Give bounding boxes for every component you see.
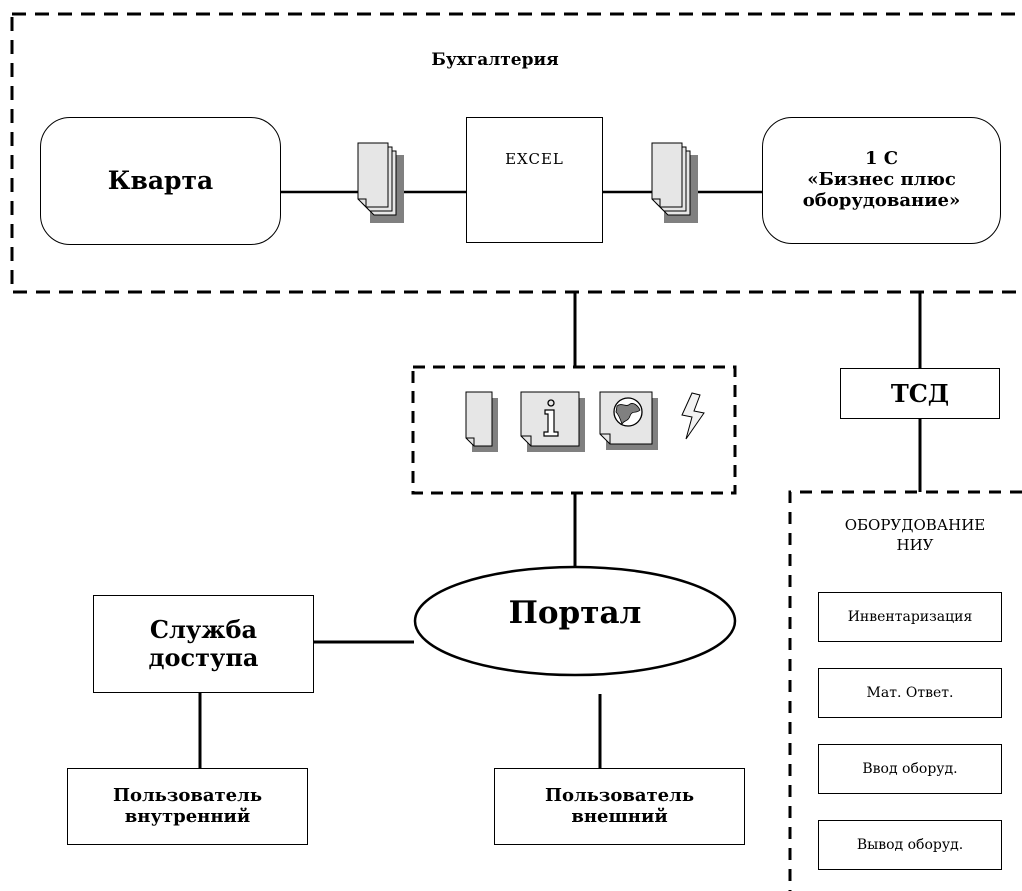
globe-icon	[599, 391, 658, 450]
kvarta-box: Кварта	[40, 117, 281, 245]
user-internal-line2: внутренний	[124, 805, 251, 827]
equipment-item-responsible: Мат. Ответ.	[818, 668, 1002, 718]
access-service-line1: Служба	[149, 615, 258, 645]
onec-line3: оборудование»	[802, 189, 961, 211]
equipment-item-inventory: Инвентаризация	[818, 592, 1002, 642]
onec-box: 1 С «Бизнес плюс оборудование»	[762, 117, 1001, 244]
access-service-box: Служба доступа	[93, 595, 314, 693]
tsd-label: ТСД	[890, 378, 950, 408]
info-icon	[520, 391, 585, 452]
user-external-box: Пользователь внешний	[494, 768, 745, 845]
equipment-item-output: Вывод оборуд.	[818, 820, 1002, 870]
tsd-box: ТСД	[840, 368, 1000, 419]
accounting-title: Бухгалтерия	[431, 50, 559, 70]
user-external-line1: Пользователь	[544, 784, 695, 806]
document-stack-icon	[651, 142, 698, 223]
accounting-group-frame	[10, 12, 1022, 294]
excel-label: EXCEL	[505, 150, 564, 168]
excel-box: EXCEL	[466, 117, 603, 243]
portal-ellipse	[413, 565, 737, 677]
portal-label: Портал	[508, 595, 642, 631]
equipment-item-label: Инвентаризация	[847, 608, 973, 625]
equipment-item-label: Ввод оборуд.	[862, 760, 958, 777]
user-internal-line1: Пользователь	[112, 784, 263, 806]
equipment-item-input: Ввод оборуд.	[818, 744, 1002, 794]
onec-line2: «Бизнес плюс	[807, 169, 956, 191]
document-stack-icon	[357, 142, 404, 223]
equipment-item-label: Мат. Ответ.	[866, 684, 954, 701]
lightning-icon	[681, 392, 705, 440]
user-external-line2: внешний	[571, 805, 668, 827]
user-internal-box: Пользователь внутренний	[67, 768, 308, 845]
equipment-group-frame	[788, 490, 1022, 891]
equipment-title-line2: НИУ	[896, 536, 934, 554]
onec-line1: 1 С	[864, 148, 899, 170]
document-icon	[465, 391, 498, 452]
equipment-item-label: Вывод оборуд.	[856, 836, 964, 853]
kvarta-label: Кварта	[107, 165, 214, 195]
access-service-line2: доступа	[148, 643, 259, 672]
equipment-title-line1: ОБОРУДОВАНИЕ	[844, 516, 986, 534]
